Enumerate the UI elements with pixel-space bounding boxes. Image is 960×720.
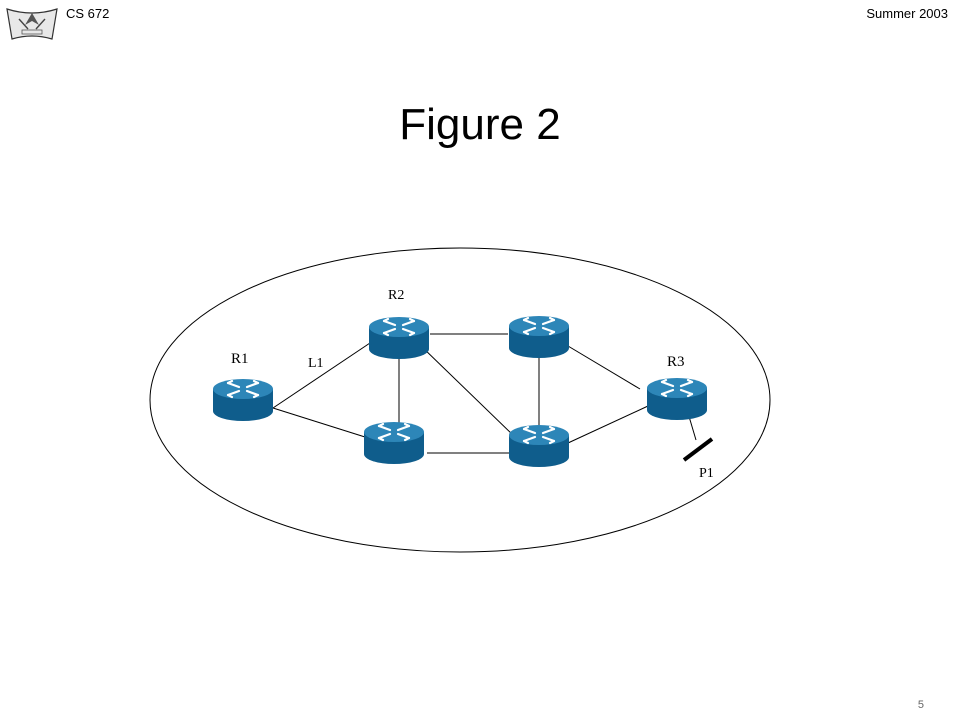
router-bottom-left-icon[interactable] (362, 420, 426, 466)
router-r3-icon[interactable] (645, 376, 709, 422)
links (272, 333, 697, 454)
term-label: Summer 2003 (866, 6, 948, 21)
link-tr-r3 (567, 345, 641, 390)
router-bottom-right-icon[interactable] (507, 423, 571, 469)
label-r3: R3 (667, 354, 685, 370)
router-top-right-icon[interactable] (507, 314, 571, 360)
link-br-r3 (567, 405, 649, 444)
router-r1-icon[interactable] (211, 377, 275, 423)
port-p1 (682, 437, 714, 462)
link-l1 (272, 342, 371, 409)
slide-title: Figure 2 (399, 100, 561, 149)
course-code: CS 672 (66, 6, 110, 21)
label-p1: P1 (699, 466, 714, 481)
link-r2-br (419, 344, 516, 438)
page-number: 5 (917, 699, 924, 711)
link-r1-bl (272, 407, 366, 438)
university-logo-icon (6, 8, 58, 40)
label-r2: R2 (388, 288, 404, 303)
label-l1: L1 (308, 356, 324, 371)
router-r2-icon[interactable] (367, 315, 431, 361)
network-boundary (149, 247, 771, 553)
label-r1: R1 (231, 351, 249, 367)
